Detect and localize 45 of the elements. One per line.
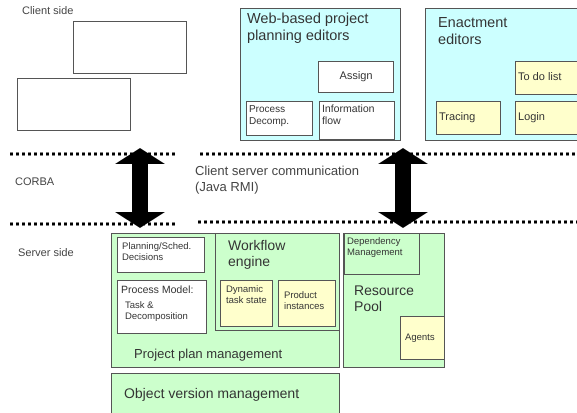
box-title: Agents xyxy=(405,333,436,344)
box-title: Tracing xyxy=(439,111,476,124)
module-box xyxy=(344,233,420,275)
editor-panel xyxy=(425,8,577,141)
box-title: Information flow xyxy=(322,103,376,128)
box-title: Process Model: xyxy=(121,284,194,296)
box-title: Workflow engine xyxy=(228,237,286,270)
component-panel xyxy=(343,233,445,368)
module-box xyxy=(278,280,336,327)
box-title: Object version management xyxy=(124,385,300,402)
communication-arrow xyxy=(378,148,428,228)
module-box xyxy=(246,101,313,136)
application-box xyxy=(73,21,187,74)
module-box xyxy=(319,101,395,140)
module-box xyxy=(117,237,205,273)
communication-arrow xyxy=(115,148,165,228)
box-title: Login xyxy=(518,111,546,124)
module-box xyxy=(515,61,577,95)
component-panel xyxy=(111,373,340,413)
box-title: Dynamic task state xyxy=(226,285,268,307)
module-box xyxy=(318,61,394,93)
box-title: Dependency Management xyxy=(347,237,404,259)
side-label: CORBA xyxy=(15,176,56,190)
box-title: Planning/Sched. Decisions xyxy=(122,242,192,264)
module-box xyxy=(220,280,273,327)
module-box xyxy=(400,316,445,360)
box-title: Enactment editors xyxy=(438,15,508,48)
side-label: Client server communication (Java RMI) xyxy=(195,163,360,194)
box-title: To do list xyxy=(518,71,562,84)
side-label: Client side xyxy=(22,5,74,18)
box-title: Product instances xyxy=(284,291,326,313)
module-box xyxy=(117,280,207,334)
application-box xyxy=(17,78,131,131)
component-panel xyxy=(215,233,340,331)
side-label: Server side xyxy=(18,247,75,260)
box-title: Web-based project planning editors xyxy=(247,11,370,44)
box-title: Assign xyxy=(338,70,374,83)
box-title: Resource Pool xyxy=(354,282,415,314)
component-panel xyxy=(111,233,340,368)
module-box xyxy=(515,101,577,135)
module-box xyxy=(436,101,501,135)
box-text: Task & Decomposition xyxy=(125,301,189,323)
editor-panel xyxy=(240,8,401,141)
box-title: Process Decomp. xyxy=(249,104,290,127)
box-title: Project plan management xyxy=(134,347,284,362)
